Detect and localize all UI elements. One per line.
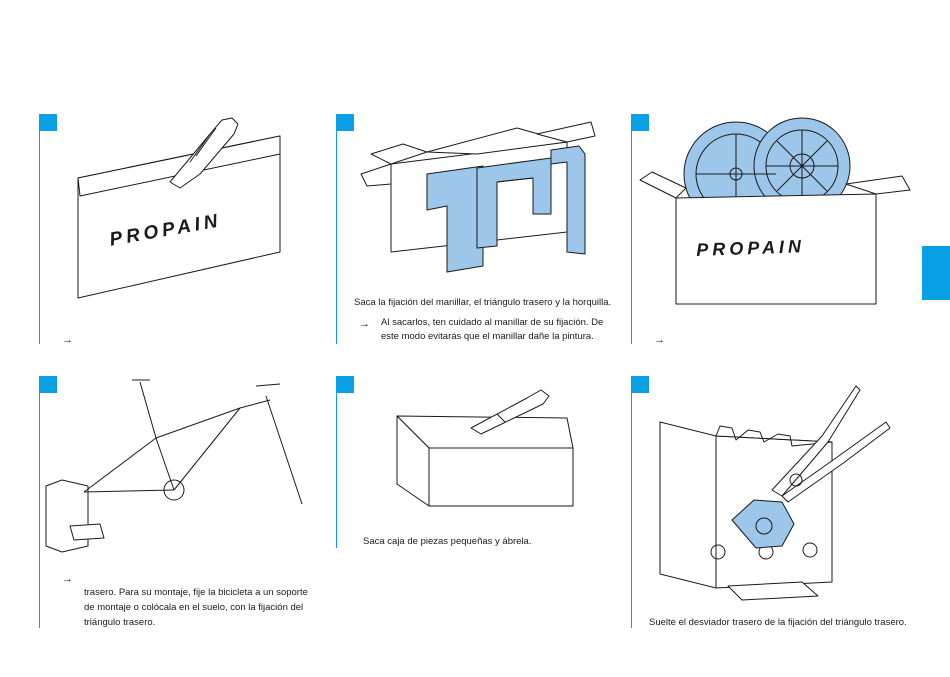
step-panel-1: PROPAIN → [39,114,330,346]
step-badge [40,114,57,131]
step-panel-6: Suelte el desviador trasero de la fijaci… [631,376,922,628]
step-panel-4: → trasero. Para su montaje, fije la bici… [39,376,330,628]
note-arrow: → [62,334,73,346]
step-caption: Saca la fijación del manillar, el triáng… [354,297,612,308]
note-arrow: → [359,318,370,330]
note-line: triángulo trasero. [84,617,156,628]
step-caption: Saca caja de piezas pequeñas y ábrela. [363,536,532,547]
step-badge [40,376,57,393]
illustration-sealed-box-with-cutter [77,117,281,299]
step-panel-2: Saca la fijación del manillar, el triáng… [336,114,627,344]
illustration-bike-frame-in-stand [45,379,303,553]
note-arrow: → [62,573,73,585]
illustration-open-box-with-fixtures [360,121,596,273]
step-badge [632,376,649,393]
note-line: trasero. Para su montaje, fije la bicicl… [84,587,308,598]
step-badge [337,114,354,131]
note-arrow: → [654,334,665,346]
step-caption: Suelte el desviador trasero de la fijaci… [649,617,907,628]
note-line: de montaje o colócala en el suelo, con l… [84,602,304,613]
step-badge [337,376,354,393]
illustration-box-with-wheels [639,117,911,305]
step-panel-5: Saca caja de piezas pequeñas y ábrela. [336,376,627,548]
step-panel-3: PROPAIN → [631,114,922,346]
step-badge [632,114,649,131]
illustration-derailleur-removal [659,385,891,601]
note-line: este modo evitarás que el manillar dañe … [381,331,594,342]
chapter-tab [922,246,950,300]
note-line: Al sacarlos, ten cuidado al manillar de … [381,317,604,328]
illustration-small-parts-box-with-cutter [396,389,574,507]
